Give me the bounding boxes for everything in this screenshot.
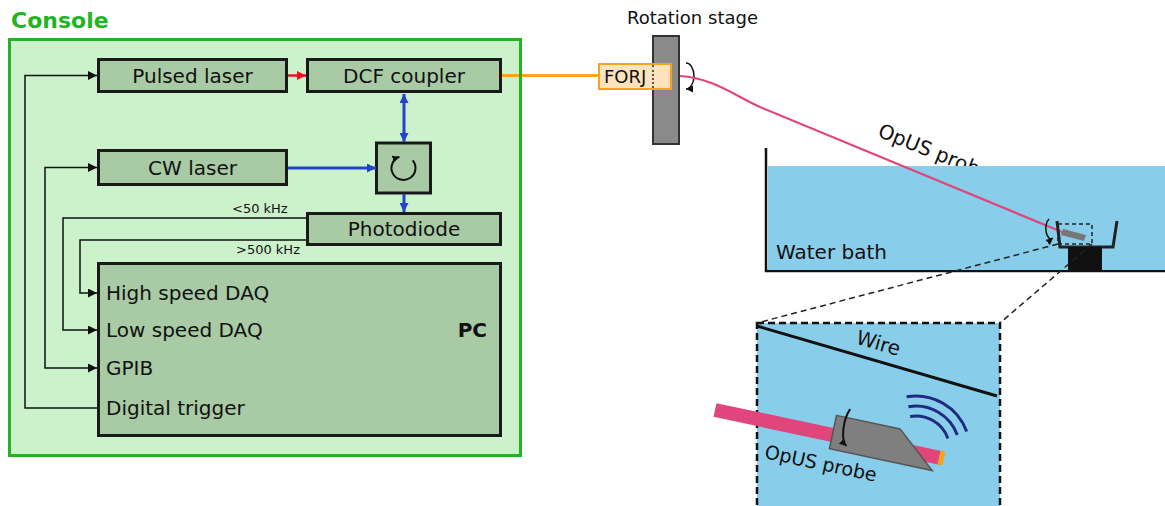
box-label: CW laser [148,156,237,180]
part-label: Wire [853,325,903,360]
port-label: GPIB [106,356,153,380]
signal-connector [25,76,97,409]
probe-tip [938,451,946,466]
signal-connector [45,168,97,369]
computer-box: High speed DAQ Low speed DAQ GPIB Digital t… [97,262,502,437]
zoom-inset [757,323,1000,506]
optical-path [288,167,376,170]
wire-target [757,326,997,396]
rotation-stage: Rotation stage [652,35,680,145]
circulator-symbol [377,143,431,193]
circulator-arrow [391,157,415,180]
laser-box: Pulsed laser [97,58,288,93]
rotary-joint: FORJ [598,63,672,90]
probe-fiber-art [768,166,1117,270]
optical-path [403,94,406,142]
rotation-arrow [840,409,854,447]
panel-title: Console [11,8,109,34]
bath-container [766,148,1165,271]
ultrasound-wave [907,396,967,432]
box-label: Photodiode [348,217,461,241]
console-fill [8,38,522,457]
label-holder: >500 kHz [236,242,300,257]
signal-connector [502,74,598,77]
laser-box: CW laser [97,149,288,186]
optical-path [403,194,406,212]
detector-box: Photodiode [306,212,502,246]
ultrasound-wave [908,406,957,435]
box-label: Pulsed laser [132,64,252,88]
ultrasound-wave [910,416,948,438]
port-label: Digital trigger [106,396,245,420]
dotted-divider [652,65,654,88]
label-holder: <50 kHz [232,201,288,216]
frequency-label: <50 kHz [232,201,288,216]
frequency-label: >500 kHz [236,242,300,257]
port-label: High speed DAQ [106,281,269,305]
port-label: Low speed DAQ [106,318,263,342]
label-holder: OpUS probe [763,439,879,486]
stage-title: Rotation stage [627,7,758,28]
box-label: Water bath [776,240,887,264]
label-holder: Wire [853,325,903,360]
probe-label: OpUS probe [763,439,879,486]
box-label: FORJ [604,66,646,88]
device-title: PC [458,318,487,342]
coupler-box: DCF coupler [306,58,502,93]
signal-connector [288,74,306,77]
water-bath: Water bath [768,166,1165,270]
box-label: DCF coupler [343,64,465,88]
